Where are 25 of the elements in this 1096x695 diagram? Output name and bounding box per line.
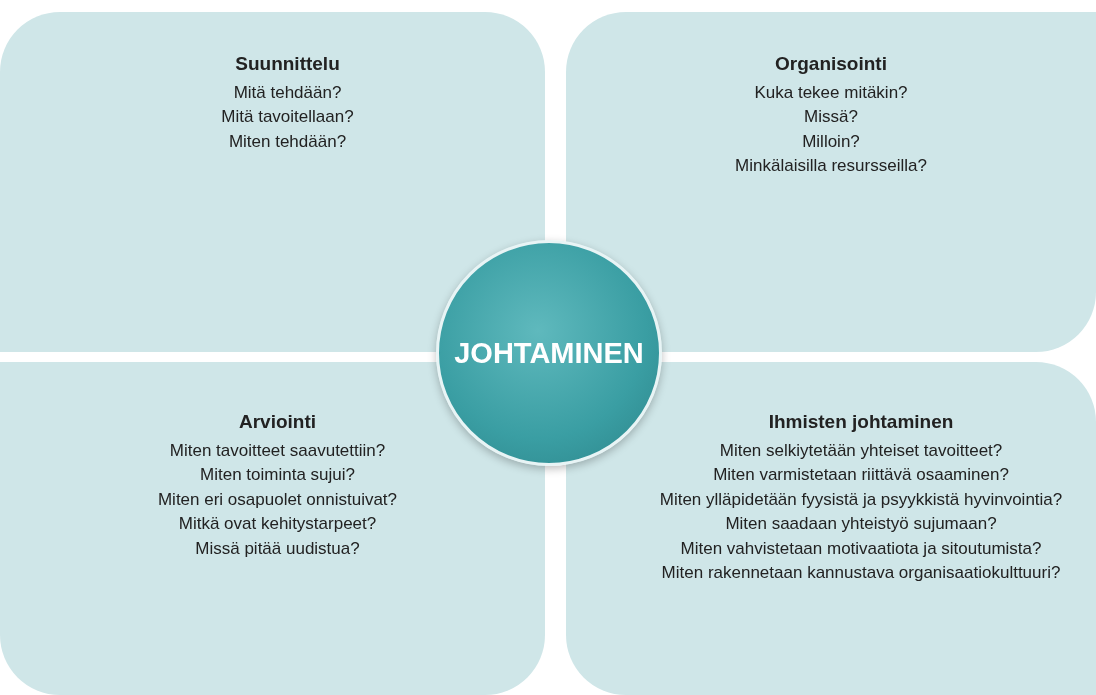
question-text: Kuka tekee mitäkin? [754, 81, 908, 104]
question-text: Miten eri osapuolet onnistuivat? [157, 488, 398, 511]
question-text: Mitä tavoitellaan? [221, 106, 354, 128]
question-text: Missä? [804, 106, 858, 128]
card-title: Organisointi [775, 52, 887, 76]
question-text: Miten vahvistetaan motivaatiota ja sitoutumista? [680, 537, 1042, 560]
question-text: Miten varmistetaan riittävä osaaminen? [713, 464, 1009, 486]
card-title: Ihmisten johtaminen [768, 410, 954, 434]
question-text: Miten saadaan yhteistyö sujumaan? [725, 513, 997, 535]
question-text: Missä pitää uudistua? [195, 537, 360, 560]
question-text: Mitä tehdään? [233, 81, 342, 104]
question-text: Miten toiminta sujui? [200, 464, 355, 486]
question-text: Miten ylläpidetään fyysistä ja psyykkistä hyvinvointia? [659, 488, 1063, 511]
question-text: Mitkä ovat kehitystarpeet? [178, 513, 377, 535]
card-title: Arviointi [238, 410, 317, 434]
question-text: Milloin? [802, 130, 860, 153]
center-label: JOHTAMINEN [454, 336, 644, 370]
question-text: Miten selkiytetään yhteiset tavoitteet? [719, 439, 1003, 462]
question-text: Minkälaisilla resursseilla? [735, 155, 927, 177]
question-text: Miten tehdään? [228, 130, 347, 153]
quadrant-card [0, 362, 545, 695]
quadrant-card [566, 362, 1096, 695]
question-text: Miten rakennetaan kannustava organisaatiokulttuuri? [661, 562, 1061, 584]
question-text: Miten tavoitteet saavutettiin? [169, 439, 386, 462]
card-title: Suunnittelu [235, 52, 340, 76]
